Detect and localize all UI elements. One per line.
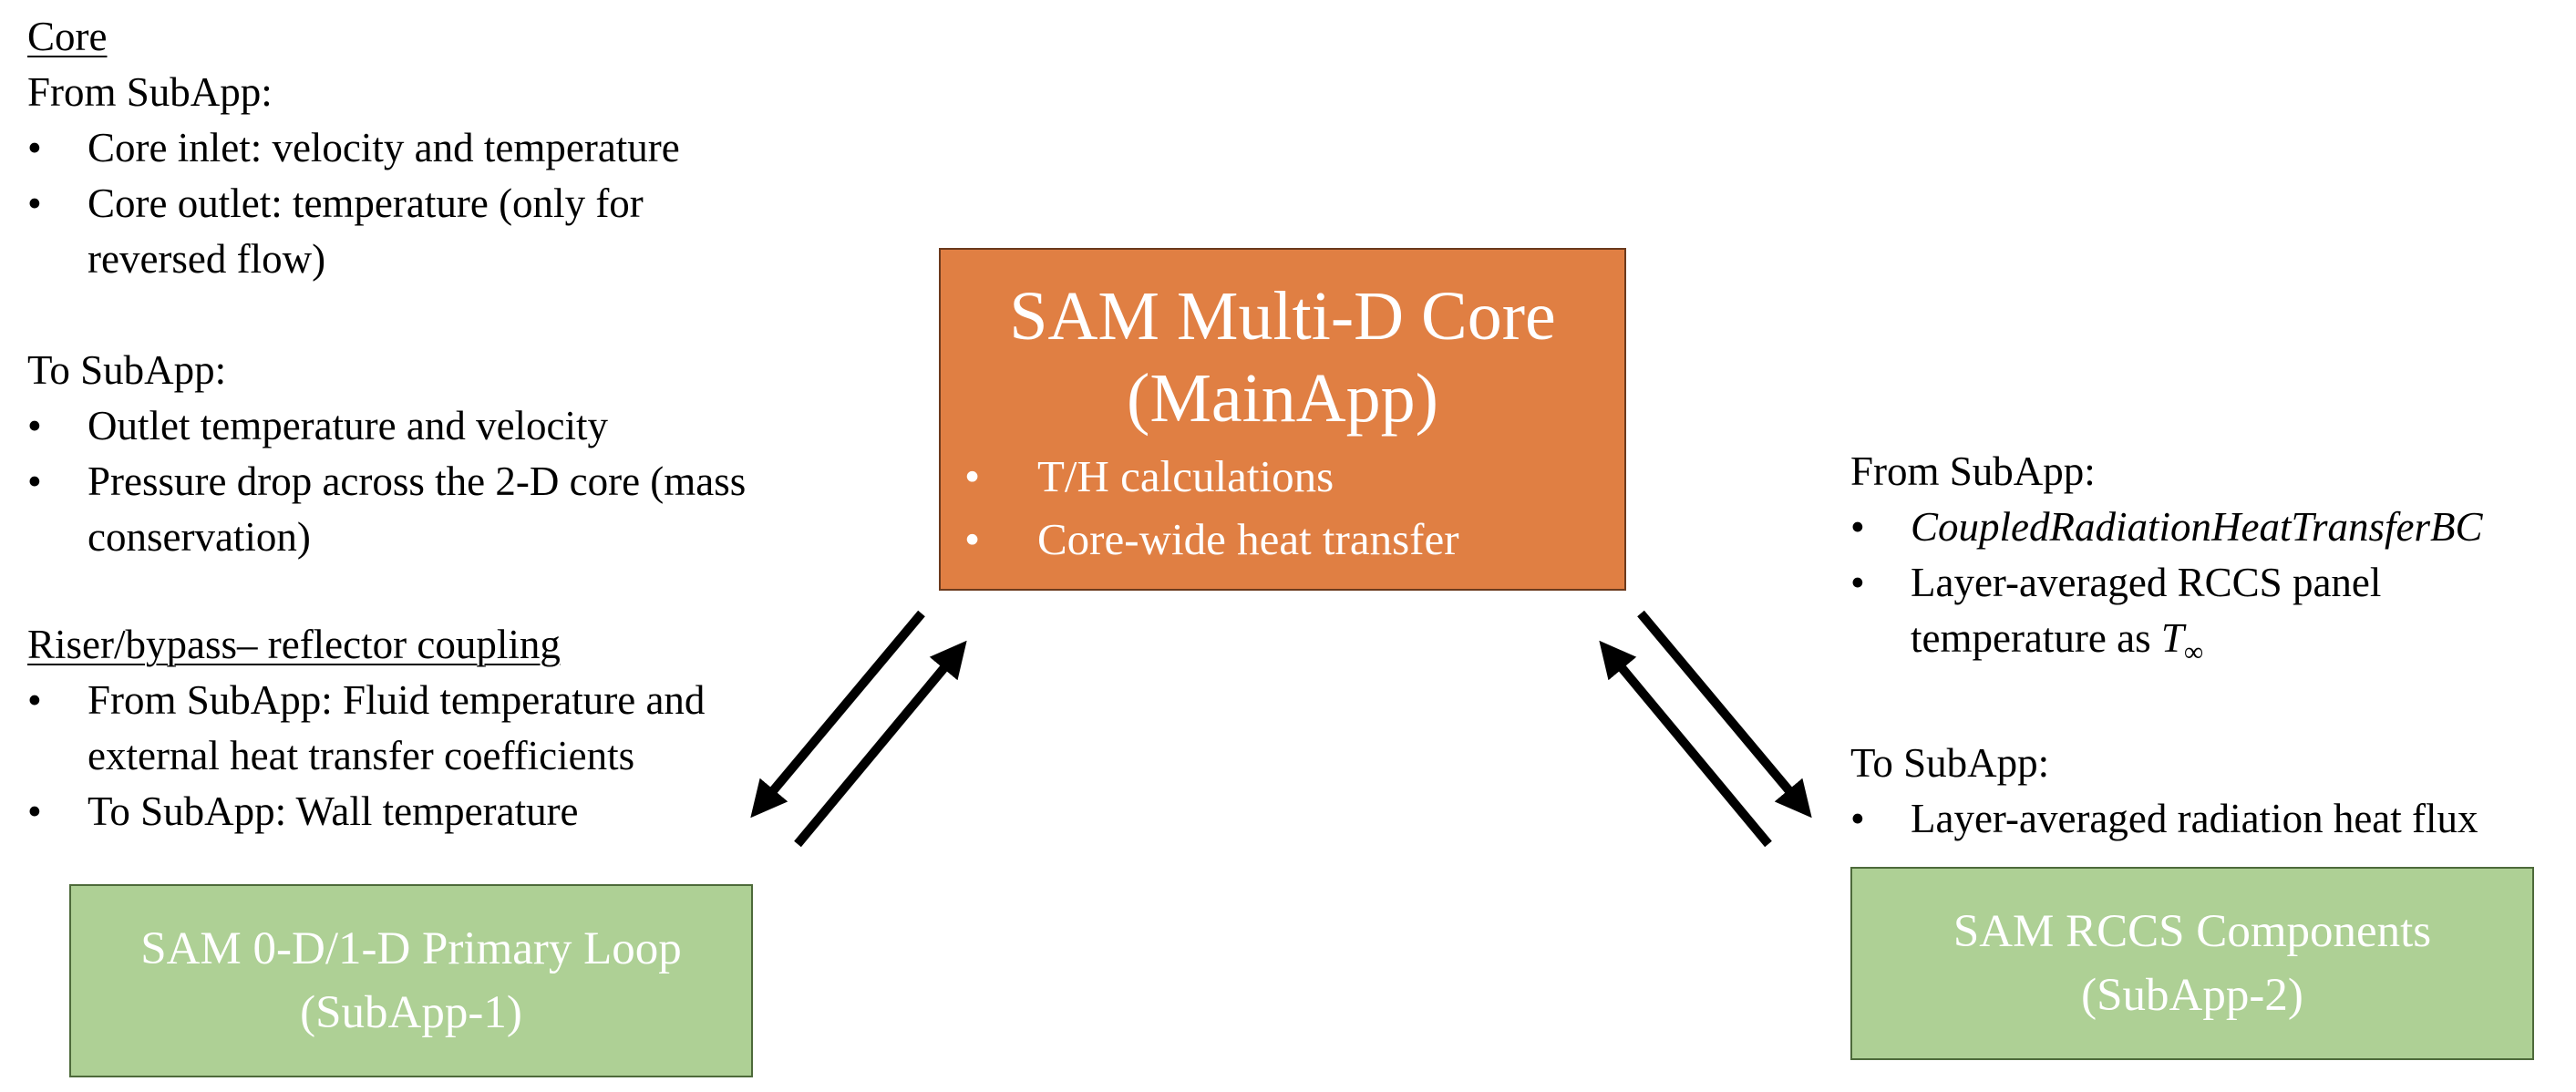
main-app-bullet-text: T/H calculations [1037,451,1334,501]
bullet: • [27,458,42,504]
rccs-from-label: From SubApp: [1850,448,2096,494]
main-app-bullet: • Core-wide heat transfer [964,508,1459,571]
core-heading: Core [27,14,108,59]
main-app-title: SAM Multi-D Core (MainApp) [941,275,1624,439]
rccs-from-item: • Layer-averaged RCCS panel [1850,555,2483,611]
bullet: • [27,180,42,226]
bullet: • [964,451,981,501]
arrow-main-to-sub2 [1637,610,1812,819]
core-from-label: From SubApp: [27,69,273,115]
rccs-to-item: • Layer-averaged radiation heat flux [1850,791,2483,847]
core-from-item-text: Core inlet: velocity and temperature [88,125,680,170]
riser-item-text: external heat transfer coefficients [88,733,635,778]
t-infinity-symbol: T [2160,615,2184,661]
core-transfer-panel: Core From SubApp: • Core inlet: velocity… [27,9,746,565]
bullet: • [1850,796,1865,841]
main-app-box: SAM Multi-D Core (MainApp) • T/H calcula… [939,248,1626,591]
riser-heading: Riser/bypass– reflector coupling [27,622,561,667]
main-app-title-line1: SAM Multi-D Core [1009,278,1556,355]
sub-app-2-title: SAM RCCS Components [1953,906,2432,957]
core-from-item-text: Core outlet: temperature (only for [88,180,644,226]
core-from-item: • Core outlet: temperature (only for [27,176,746,232]
riser-item-text: To SubApp: Wall temperature [88,788,579,834]
bullet: • [27,125,42,170]
rccs-to-label: To SubApp: [1850,740,2050,786]
bullet: • [964,514,981,564]
arrow-main-to-sub1 [750,610,925,819]
riser-item: • To SubApp: Wall temperature [27,784,705,840]
rccs-transfer-panel: From SubApp: • CoupledRadiationHeatTrans… [1850,444,2483,847]
arrow-sub1-to-main [794,640,967,848]
rccs-from-item-continuation: temperature as T∞ [1850,611,2483,680]
sub-app-1-title: SAM 0-D/1-D Primary Loop [140,923,682,974]
main-app-bullet: • T/H calculations [964,445,1459,508]
bullet: • [27,403,42,448]
sub-app-2-subtitle: (SubApp-2) [2081,970,2303,1021]
core-to-label: To SubApp: [27,347,227,393]
rccs-from-item-text: Layer-averaged RCCS panel [1911,560,2382,605]
riser-coupling-panel: Riser/bypass– reflector coupling • From … [27,617,705,840]
core-to-item-text: Pressure drop across the 2-D core (mass [88,458,747,504]
main-app-title-line2: (MainApp) [1127,360,1438,437]
arrow-sub2-to-main [1599,640,1772,848]
sub-app-2-box: SAM RCCS Components (SubApp-2) [1850,867,2534,1060]
main-app-bullet-text: Core-wide heat transfer [1037,514,1459,564]
core-from-item-continuation: reversed flow) [27,232,746,287]
bullet: • [27,788,42,834]
core-from-item-text: reversed flow) [88,236,326,282]
sub-app-1-box: SAM 0-D/1-D Primary Loop (SubApp-1) [69,884,753,1077]
sub-app-1-subtitle: (SubApp-1) [300,987,522,1038]
infinity-subscript: ∞ [2183,637,2204,667]
rccs-from-item: • CoupledRadiationHeatTransferBC [1850,500,2483,555]
rccs-to-item-text: Layer-averaged radiation heat flux [1911,796,2478,841]
rccs-from-item-text: CoupledRadiationHeatTransferBC [1911,504,2483,550]
rccs-from-item-text: temperature as [1911,615,2161,661]
core-to-item: • Outlet temperature and velocity [27,398,746,454]
core-to-item-text: conservation) [88,514,311,560]
bullet: • [1850,560,1865,605]
riser-item: • From SubApp: Fluid temperature and [27,673,705,728]
riser-item-text: From SubApp: Fluid temperature and [88,677,706,723]
core-to-item-text: Outlet temperature and velocity [88,403,609,448]
main-app-bullets: • T/H calculations • Core-wide heat tran… [964,445,1459,571]
bullet: • [27,677,42,723]
core-from-item: • Core inlet: velocity and temperature [27,120,746,176]
core-to-item: • Pressure drop across the 2-D core (mas… [27,454,746,510]
core-to-item-continuation: conservation) [27,510,746,565]
bullet: • [1850,504,1865,550]
riser-item-continuation: external heat transfer coefficients [27,728,705,784]
